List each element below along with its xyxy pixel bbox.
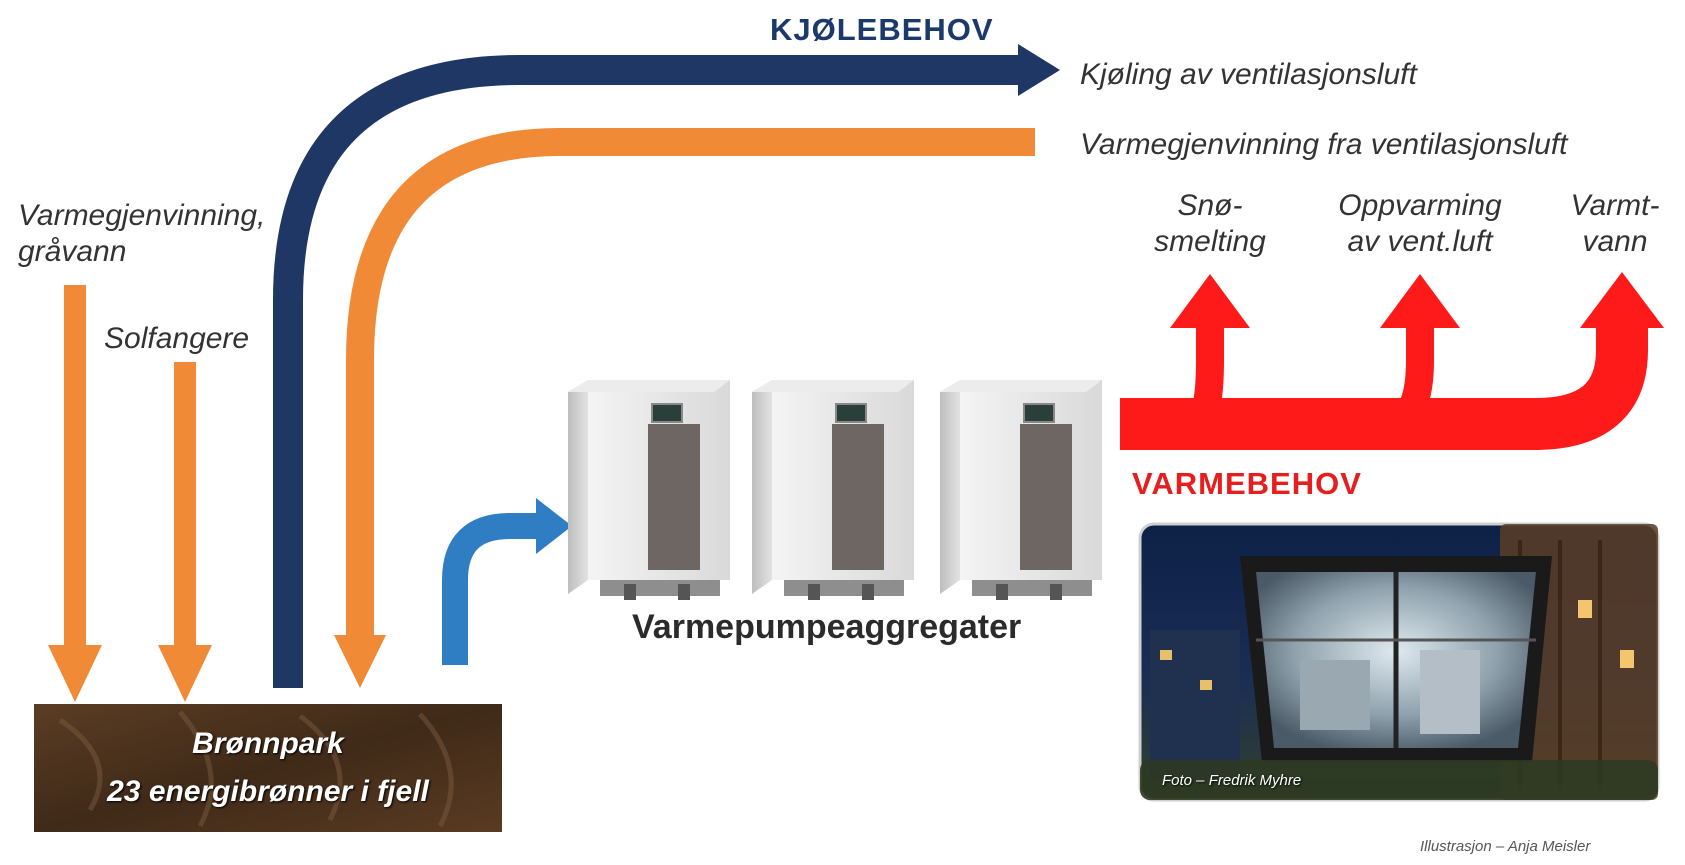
greywater-arrow-shaft [64, 285, 86, 650]
heating-ventilation-arrowhead [1380, 274, 1460, 328]
heat-pumps-label: Varmepumpeaggregater [632, 608, 1022, 646]
snow-melting-arrowhead [1170, 274, 1250, 328]
hot-water-label: Varmt- vann [1545, 188, 1685, 260]
greywater-heat-recovery-label: Varmegjenvinning, gråvann [18, 198, 265, 270]
well-park-block [34, 704, 502, 832]
solar-arrow-shaft [174, 362, 196, 652]
cooling-demand-heading: KJØLEBEHOV [770, 12, 994, 47]
ground-to-heatpump-flow [442, 513, 540, 665]
photo-credit: Foto – Fredrik Myhre [1162, 772, 1302, 789]
heat-recovery-ventilation-label: Varmegjenvinning fra ventilasjonsluft [1080, 128, 1568, 161]
heat-pump-unit [752, 380, 914, 600]
well-park-subtitle: 23 energibrønner i fjell [107, 775, 429, 808]
heat-recovery-ventilation-arrowhead [334, 635, 386, 688]
heating-branch-snow-melting [1188, 325, 1224, 430]
heat-pump-house-photo [1138, 522, 1660, 802]
heat-recovery-ventilation-flow [346, 128, 1035, 640]
heating-ventilation-line1: Oppvarming [1338, 189, 1502, 222]
heat-pump-unit [940, 380, 1102, 600]
heating-branch-ventilation [1392, 325, 1434, 433]
hot-water-line1: Varmt- [1570, 189, 1660, 222]
heating-branch-hot-water [1534, 325, 1648, 450]
greywater-label-line2: gråvann [18, 235, 127, 268]
hot-water-arrowhead [1580, 272, 1664, 328]
heating-ventilation-line2: av vent.luft [1347, 225, 1493, 258]
cooling-ventilation-label: Kjøling av ventilasjonsluft [1080, 58, 1417, 91]
well-park-title: Brønnpark [192, 727, 344, 760]
cooling-flow-arrow [273, 55, 1020, 688]
well-park-text: Brønnpark 23 energibrønner i fjell [34, 720, 502, 816]
illustration-credit: Illustrasjon – Anja Meisler [1420, 838, 1591, 855]
heat-pump-unit [568, 380, 730, 600]
heating-ventilation-label: Oppvarming av vent.luft [1320, 188, 1520, 260]
snow-melting-line1: Snø- [1177, 189, 1243, 222]
snow-melting-label: Snø- smelting [1130, 188, 1290, 260]
hot-water-line2: vann [1582, 225, 1648, 258]
heating-demand-heading: VARMEBEHOV [1132, 466, 1362, 501]
ground-to-heatpump-arrowhead [536, 498, 572, 554]
greywater-label-line1: Varmegjenvinning, [18, 199, 266, 232]
heating-main-flow [1120, 398, 1540, 450]
greywater-arrowhead [48, 645, 102, 702]
solar-arrowhead [158, 645, 212, 702]
solar-collectors-label: Solfangere [104, 322, 250, 355]
snow-melting-line2: smelting [1154, 225, 1266, 258]
cooling-arrowhead [1018, 44, 1060, 96]
